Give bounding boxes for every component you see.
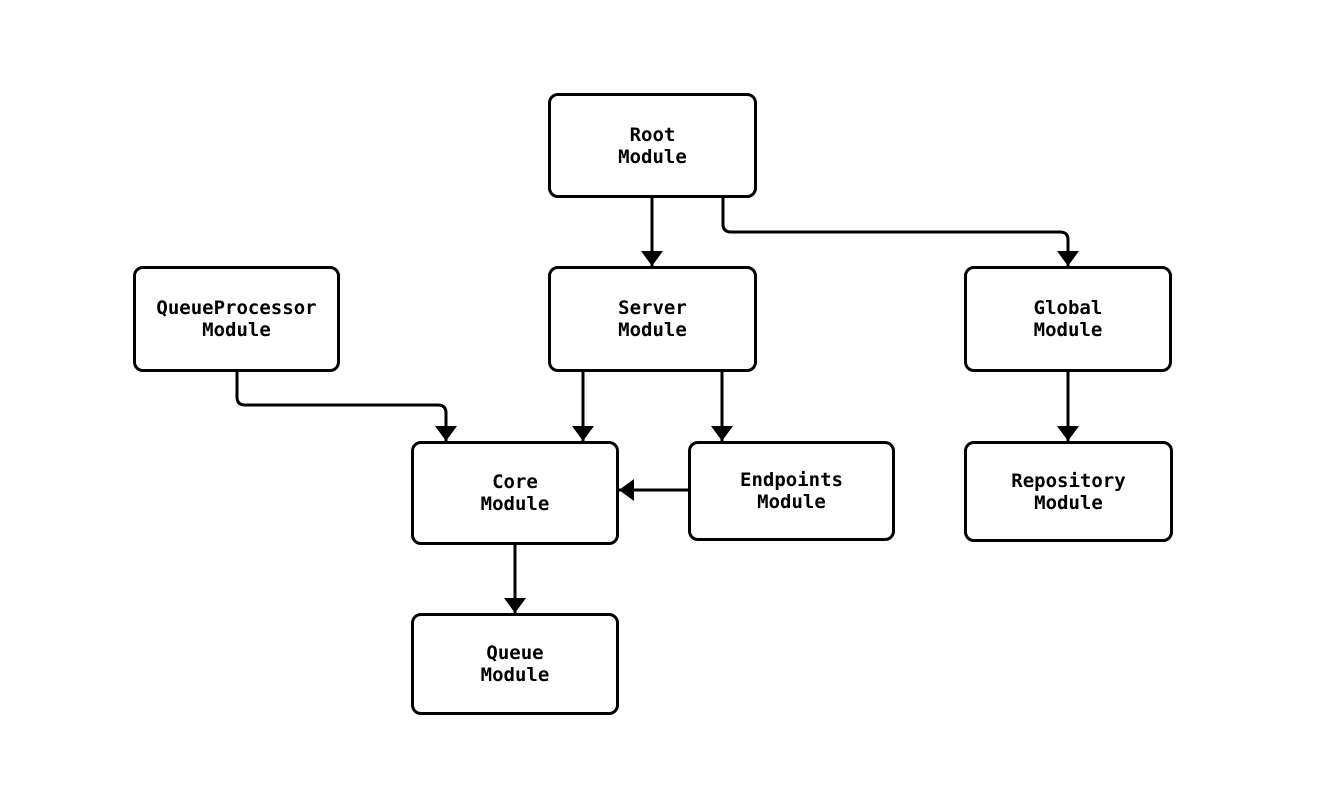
node-repository-module: Repository Module [964,441,1173,542]
edge-root-to-global [721,198,1079,266]
node-server-module-label: Server Module [618,297,687,341]
node-core-module: Core Module [411,441,619,545]
node-endpoints-module-label: Endpoints Module [740,469,843,513]
edge-queueprocessor-to-core [235,372,457,441]
node-server-module: Server Module [548,266,757,372]
node-global-module-label: Global Module [1033,297,1103,341]
node-repository-module-label: Repository Module [1011,469,1126,514]
node-endpoints-module: Endpoints Module [688,441,895,541]
node-queue-module: Queue Module [411,613,619,715]
node-core-module-label: Core Module [480,471,550,515]
node-root-module: Root Module [548,93,757,198]
node-queueprocessor-module-label: QueueProcessor Module [156,297,317,341]
node-queue-module-label: Queue Module [480,642,550,686]
node-global-module: Global Module [964,266,1172,372]
node-root-module-label: Root Module [618,123,687,168]
node-queueprocessor-module: QueueProcessor Module [133,266,340,372]
